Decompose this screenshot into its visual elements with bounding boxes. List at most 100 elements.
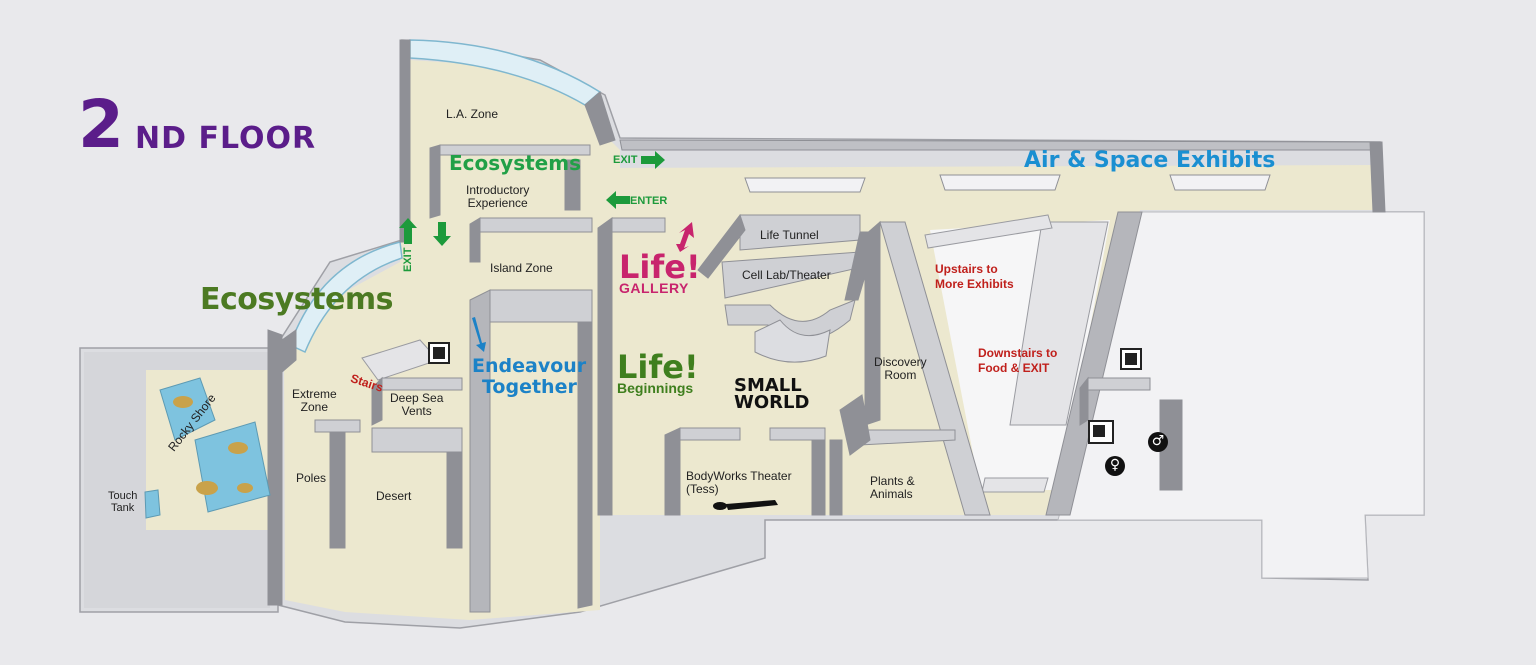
- floor-number: 2: [78, 86, 124, 163]
- room-cell-lab: Cell Lab/Theater: [742, 268, 831, 282]
- wall-restroom-right: [1159, 399, 1183, 491]
- wall-poles-side: [329, 431, 346, 549]
- wall-la-left: [399, 39, 411, 243]
- wall-bodyworks-right: [769, 427, 826, 441]
- rail-1: [744, 177, 866, 193]
- life-gallery-logo: Life! GALLERY: [619, 248, 701, 297]
- rail-3: [1169, 174, 1271, 191]
- person-lying-icon: [713, 500, 778, 510]
- room-island-zone: Island Zone: [490, 261, 553, 275]
- touch-line1: Touch: [108, 490, 138, 502]
- exit-arrow-right: [641, 151, 665, 169]
- restroom-women-icon: ♀: [1105, 456, 1125, 476]
- arrow-down: [433, 222, 451, 246]
- wall-intro-left: [429, 144, 441, 219]
- touch-tank: [144, 489, 161, 519]
- wall-island-top: [479, 217, 593, 233]
- intro-line2: Experience: [467, 196, 528, 211]
- room-plants-animals: Plants & Animals: [870, 474, 915, 501]
- endeavour-line2: Together: [482, 375, 577, 398]
- room-introductory: Introductory Experience: [466, 183, 530, 211]
- upstairs-line2: More Exhibits: [935, 277, 1014, 291]
- touch-line2: Tank: [111, 502, 135, 515]
- wall-plants-div: [829, 439, 843, 516]
- room-extreme-zone: Extreme Zone: [292, 387, 337, 415]
- life-beginnings-sub: Beginnings: [617, 380, 694, 397]
- enter-sign: ENTER: [630, 195, 668, 207]
- upstairs-steps: [1009, 221, 1109, 426]
- wall-life-tunnel-side: [697, 213, 746, 279]
- wall-la-zone: [584, 91, 616, 146]
- exit-sign-top: EXIT: [613, 154, 638, 166]
- small-world-logo: SMALL WORLD: [734, 375, 810, 414]
- rock-4: [237, 483, 253, 493]
- upstairs-line1: Upstairs to: [935, 262, 998, 276]
- wall-desert-side: [446, 451, 463, 549]
- walls: [267, 39, 1386, 613]
- small-world-line2: WORLD: [734, 392, 810, 414]
- extreme-line2: Zone: [300, 400, 329, 415]
- small-world-line1: SMALL: [734, 375, 802, 396]
- downstairs-label: Downstairs to Food & EXIT: [978, 346, 1057, 376]
- rock-1: [173, 396, 193, 408]
- endeavour-label: Endeavour Together: [472, 356, 586, 398]
- wall-gallery: [611, 217, 666, 233]
- room-poles: Poles: [296, 471, 327, 485]
- room-la-zone: L.A. Zone: [446, 107, 499, 121]
- wall-air-space-right: [1369, 141, 1386, 213]
- arrows: [399, 151, 694, 352]
- wall-bodyworks-left: [679, 427, 741, 441]
- extreme-line1: Extreme: [292, 387, 337, 401]
- ecosystems-logo-large: Ecosystems: [200, 282, 393, 317]
- floor-title: ND FLOOR: [135, 121, 317, 156]
- downstairs-line2: Food & EXIT: [978, 361, 1050, 375]
- life-gallery-word: Life!: [619, 248, 701, 286]
- room-discovery: Discovery Room: [874, 355, 927, 382]
- elevator-icon: [428, 342, 450, 364]
- wall-discovery-inner: [864, 220, 881, 426]
- ecosystems-glass: [289, 241, 403, 354]
- bodyworks-line2: (Tess): [686, 482, 719, 497]
- endeavour-arrow: [472, 317, 486, 352]
- east-wing-block: [1057, 211, 1425, 579]
- gallery-double-arrow: [676, 222, 694, 252]
- stair-landing: [924, 214, 1053, 249]
- wall-bodyworks-div: [811, 439, 826, 516]
- discovery-line1: Discovery: [874, 355, 927, 369]
- restroom-men-icon: ♂: [1148, 432, 1168, 452]
- wall-discovery-diag: [879, 221, 991, 516]
- wall-endeavour-left: [469, 289, 491, 613]
- life-beginnings-logo: Life! Beginnings: [617, 351, 699, 397]
- tank-upper: [159, 377, 216, 441]
- room-life-tunnel: Life Tunnel: [760, 228, 819, 242]
- wall-bodyworks-side: [664, 427, 681, 516]
- wall-island-side: [469, 217, 481, 263]
- wall-stair-right: [1045, 211, 1143, 516]
- room-deep-sea: Deep Sea Vents: [390, 391, 444, 419]
- upstairs-label: Upstairs to More Exhibits: [935, 262, 1014, 292]
- wall-poles-top: [314, 419, 361, 433]
- rail-2: [939, 174, 1061, 191]
- room-bodyworks: BodyWorks Theater (Tess): [686, 469, 792, 497]
- ecosystems-logo-small: Ecosystems: [449, 151, 581, 175]
- wall-desert-top: [371, 427, 463, 453]
- wall-deep-sea-side: [371, 376, 383, 426]
- bodyworks-line1: BodyWorks Theater: [686, 469, 792, 483]
- life-gallery-sub: GALLERY: [619, 280, 689, 297]
- intro-line1: Introductory: [466, 183, 530, 197]
- arrow-up: [399, 218, 417, 244]
- wall-intro-right: [564, 159, 581, 211]
- wall-zone-divider: [267, 329, 283, 606]
- wall-endeavour-long: [577, 321, 593, 609]
- wall-center-pillar: [754, 319, 831, 363]
- deep-sea-line2: Vents: [401, 404, 432, 419]
- enter-arrow-left: [606, 191, 630, 209]
- rocky-shore-tanks: [144, 377, 271, 519]
- ecosystem-floor: [284, 60, 620, 620]
- deep-sea-line1: Deep Sea: [390, 391, 444, 405]
- elevator-icon: [1120, 348, 1142, 370]
- downstairs-line1: Downstairs to: [978, 346, 1058, 360]
- rock-3: [196, 481, 218, 495]
- exit-sign-side: EXIT: [402, 247, 414, 272]
- stairs: [361, 214, 1109, 493]
